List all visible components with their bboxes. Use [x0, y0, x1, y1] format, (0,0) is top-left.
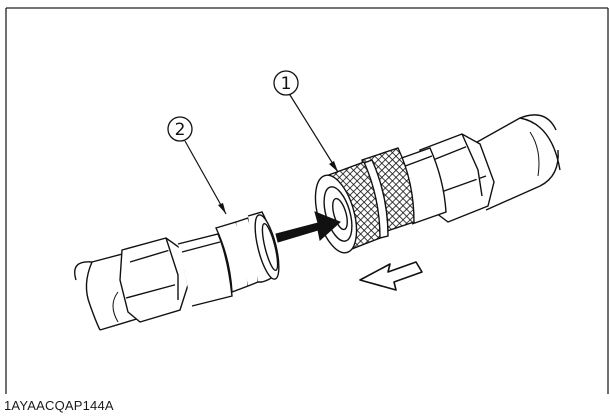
- slide-direction-arrow: [359, 261, 423, 291]
- coupler-knurled-ring: [314, 147, 415, 254]
- callout-2-label: 2: [175, 120, 186, 140]
- left-hose: [74, 251, 141, 331]
- left-hex-nut: [119, 237, 189, 323]
- callout-1: 1: [273, 70, 339, 173]
- figure-code: 1AYAACQAP144A: [4, 398, 114, 413]
- plug-body: [177, 211, 280, 307]
- callout-2: 2: [167, 116, 227, 215]
- callout-1-label: 1: [281, 74, 292, 94]
- figure-frame: [5, 7, 609, 394]
- insert-arrow: [275, 211, 341, 243]
- right-hose: [469, 114, 561, 211]
